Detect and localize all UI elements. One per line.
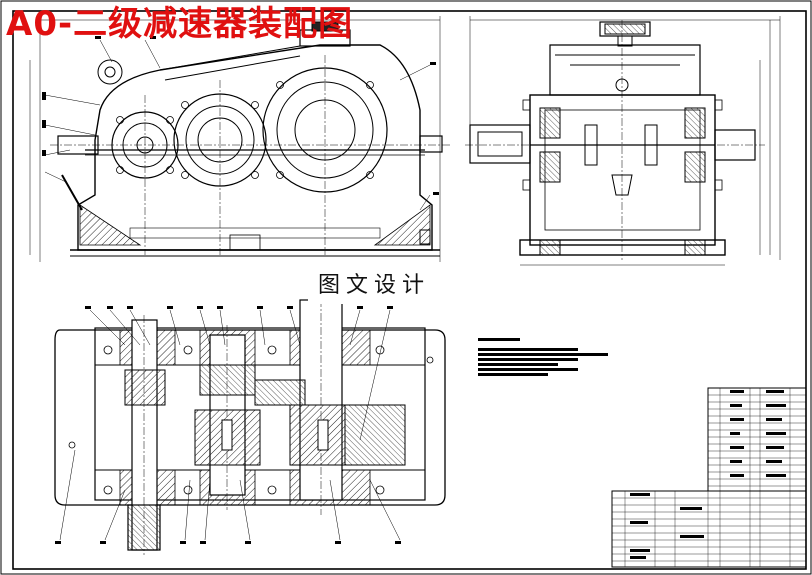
watermark: 图文设计	[308, 268, 441, 304]
drawing-title: A0-二级减速器装配图	[6, 4, 354, 44]
technical-notes	[478, 338, 608, 376]
section-view	[54, 285, 446, 555]
front-view	[29, 16, 450, 262]
parts-list	[611, 387, 807, 568]
side-view	[465, 16, 781, 266]
